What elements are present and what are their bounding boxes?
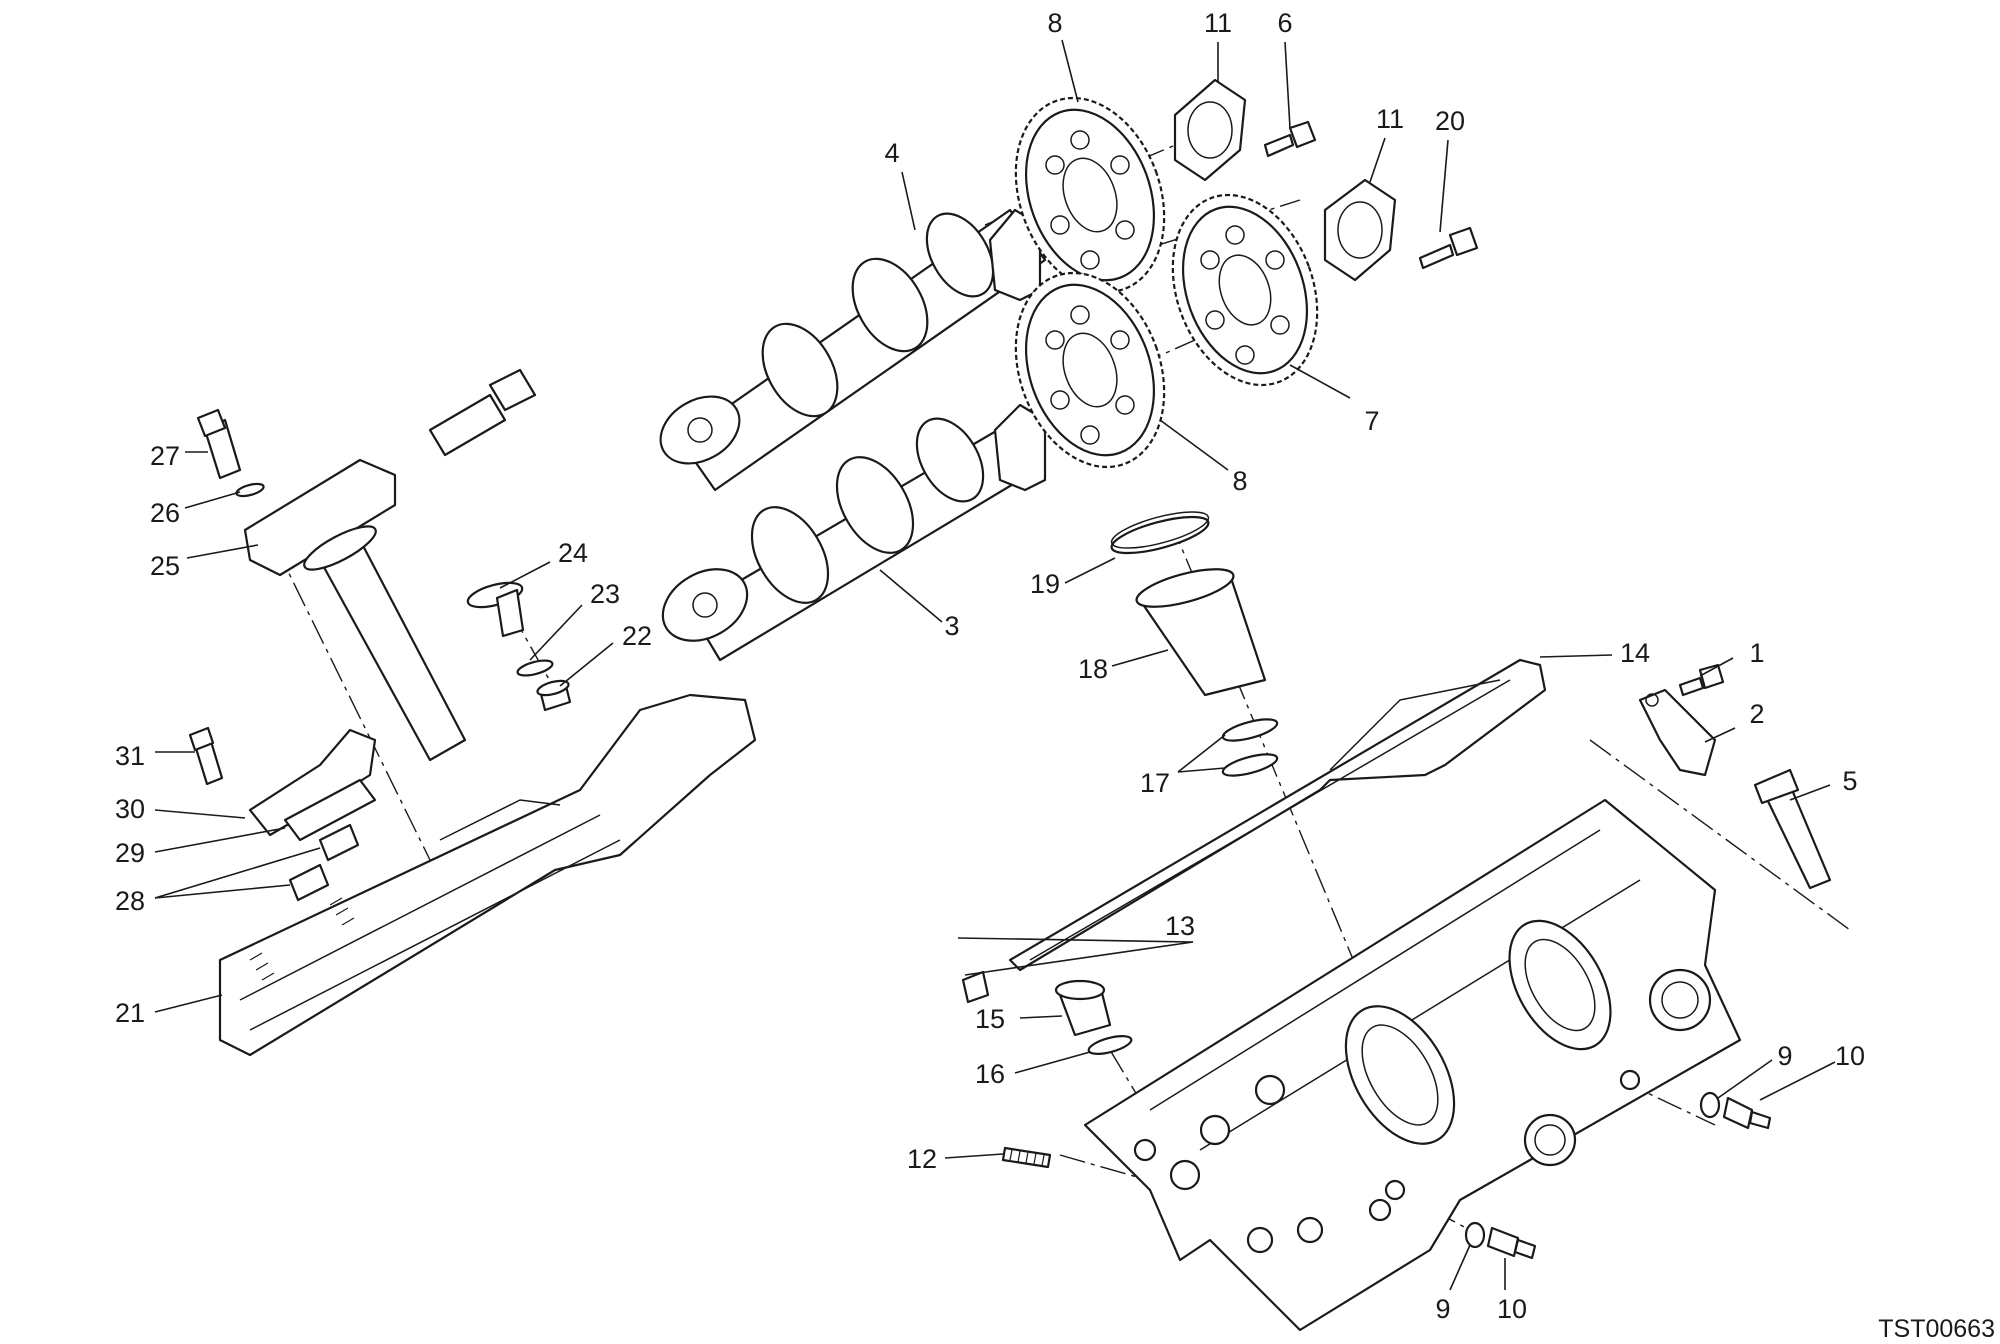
cylinder-head-gasket — [1008, 658, 1547, 972]
screw-6 — [1263, 120, 1317, 158]
callout-label: 31 — [115, 741, 145, 771]
camshaft-lower — [661, 403, 1047, 662]
screw-1 — [1678, 663, 1725, 697]
callout-label: 17 — [1140, 768, 1170, 798]
callout-label: 25 — [150, 551, 180, 581]
callout-label: 26 — [150, 498, 180, 528]
callout-label: 27 — [150, 441, 180, 471]
callout-label: 24 — [558, 538, 588, 568]
bracket-2 — [1638, 688, 1717, 777]
gear-7 — [1171, 193, 1319, 387]
callout-label: 9 — [1435, 1294, 1450, 1324]
callout-label: 22 — [622, 621, 652, 651]
callout-label: 28 — [115, 886, 145, 916]
callout-label: 1 — [1749, 638, 1764, 668]
sensor-25 — [243, 458, 467, 762]
gear-8-lower — [1014, 271, 1166, 469]
callout-label: 29 — [115, 838, 145, 868]
camshaft-upper — [659, 208, 1047, 492]
callout-label: 13 — [1165, 911, 1195, 941]
rings-17 — [1221, 718, 1279, 777]
camshaft-cover-21 — [218, 693, 757, 1057]
dowel-13 — [961, 970, 990, 1004]
flange-11-lower — [1323, 178, 1397, 282]
callout-label: 30 — [115, 794, 145, 824]
callout-label: 7 — [1364, 406, 1379, 436]
washer-23 — [516, 659, 554, 677]
plug-10-bottom — [1486, 1226, 1537, 1260]
callout-label: 2 — [1749, 699, 1764, 729]
leader-lines — [154, 39, 1836, 1291]
callout-label: 9 — [1777, 1041, 1792, 1071]
washer-9-bottom — [1464, 1221, 1486, 1249]
plug-10-right — [1722, 1096, 1772, 1130]
stud-12 — [1001, 1146, 1052, 1169]
callout-label: 18 — [1078, 654, 1108, 684]
callout-label: 3 — [944, 611, 959, 641]
bolt-5 — [1753, 768, 1832, 890]
cylinder-head — [1083, 798, 1742, 1332]
drawing-code: TST00663 — [1878, 1315, 1995, 1343]
pins-28 — [288, 823, 360, 902]
tappet-sleeve-18 — [1135, 568, 1267, 697]
callout-labels: 8 11 6 11 20 4 7 8 27 26 25 24 23 22 3 1… — [115, 8, 1865, 1324]
callout-label: 8 — [1047, 8, 1062, 38]
callout-label: 5 — [1842, 766, 1857, 796]
callout-label: 20 — [1435, 106, 1465, 136]
callout-label: 16 — [975, 1059, 1005, 1089]
callout-label: 10 — [1497, 1294, 1527, 1324]
callout-label: 15 — [975, 1004, 1005, 1034]
callout-label: 14 — [1620, 638, 1650, 668]
screw-31 — [188, 726, 224, 786]
callout-label: 23 — [590, 579, 620, 609]
callout-label: 21 — [115, 998, 145, 1028]
ring-19 — [1110, 511, 1210, 555]
bolt-24 — [466, 581, 525, 638]
callout-label: 12 — [907, 1144, 937, 1174]
washer-16 — [1087, 1035, 1133, 1055]
callout-label: 6 — [1277, 8, 1292, 38]
callout-label: 19 — [1030, 569, 1060, 599]
spring-29 — [283, 778, 377, 842]
callout-label: 4 — [884, 138, 899, 168]
bushing-15 — [1054, 979, 1112, 1037]
callout-label: 11 — [1376, 104, 1404, 134]
washer-26 — [235, 482, 265, 498]
callout-label: 11 — [1204, 8, 1232, 38]
connector — [428, 368, 537, 457]
washer-9-right — [1699, 1091, 1721, 1119]
screw-20 — [1418, 226, 1479, 270]
gear-8-upper — [1014, 96, 1166, 294]
callout-label: 8 — [1232, 466, 1247, 496]
screw-27 — [196, 408, 242, 480]
flange-11-upper — [1173, 78, 1247, 182]
callout-label: 10 — [1835, 1041, 1865, 1071]
